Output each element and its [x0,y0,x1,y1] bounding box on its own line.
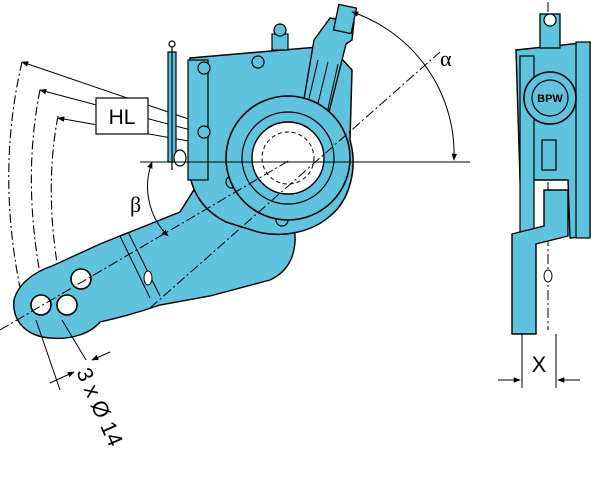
x-dimension [498,334,580,388]
front-arm [511,189,569,335]
bolt [251,55,265,69]
centre-lines [0,51,470,331]
alpha-arc [351,11,458,161]
hole-2 [56,294,78,316]
front-right-plate [575,41,591,239]
bpw-logo-text: BPW [537,93,563,105]
bpw-logo: BPW [523,71,577,125]
arm-hole [143,270,153,286]
beta-label: β [130,192,141,217]
hl-label-box [95,97,149,135]
bolt [197,61,211,75]
housing-plate [187,59,209,181]
retaining-clip [167,40,187,170]
hole-3 [70,268,92,290]
hl-label: HL [109,106,136,129]
side-view: α β HL 3 x Ø 14 [0,3,470,450]
splined-worm-wheel [225,95,351,221]
alpha-label: α [440,46,452,71]
front-arm-hole [543,269,553,283]
hole-1 [30,294,52,316]
front-view: BPW X [498,2,591,388]
grease-nipple [271,23,289,51]
hole-size-label: 3 x Ø 14 [71,364,128,450]
bolt [197,125,211,139]
hole-dimension [35,319,111,391]
beta-arc [147,161,169,237]
arm-holes [30,268,92,316]
x-label: X [532,352,547,377]
